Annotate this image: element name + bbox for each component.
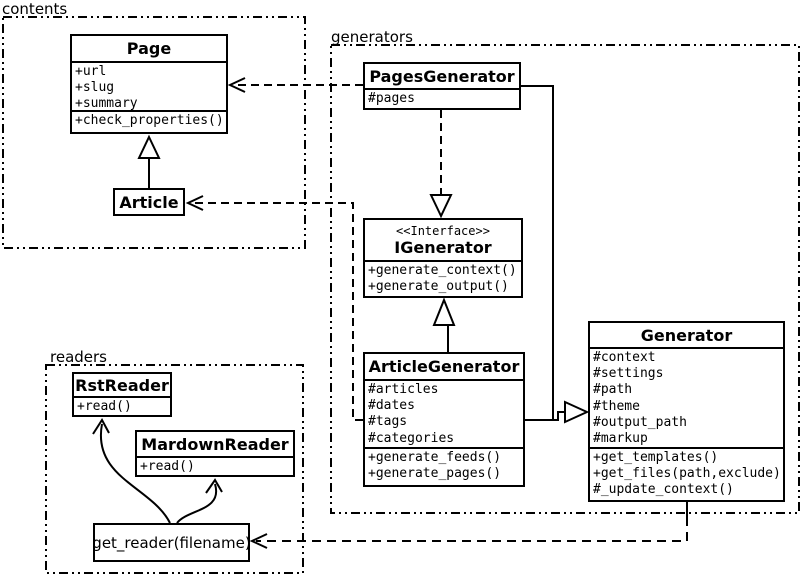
package-label-contents: contents [2,0,68,18]
package-border-contents [2,16,306,249]
attribute-line: #theme [593,398,640,414]
method-line: #_update_context() [593,482,734,498]
attribute-line: +slug [75,80,115,96]
package-label-generators: generators [331,28,413,46]
class-page-methods: +check_properties() [72,112,226,132]
class-page-attributes: +url +slug +summary [72,63,226,112]
class-igenerator-methods: +generate_context() +generate_output() [365,262,521,296]
method-line: +read() [140,459,195,474]
method-line: +read() [77,399,132,414]
class-igenerator-name: IGenerator [394,237,492,257]
arrow-curve-getreader-mardownreader [176,483,218,524]
method-line: +check_properties() [75,113,224,128]
class-igenerator-title: <<Interface>> IGenerator [365,220,521,262]
attribute-line: #categories [368,430,455,446]
class-articlegenerator: ArticleGenerator #articles #dates #tags … [363,352,525,487]
dependency-arrowhead-article [185,195,204,211]
method-line: +get_files(path,exclude) [593,466,781,482]
class-articlegenerator-title: ArticleGenerator [365,354,523,381]
inheritance-triangle-generator [564,400,590,424]
function-box-get-reader: get_reader(filename) [92,523,251,562]
method-line: +generate_pages() [368,466,502,482]
class-rstreader-title: RstReader [74,374,170,398]
method-line: +generate_output() [368,279,509,295]
class-generator: Generator #context #settings #path #them… [588,321,785,502]
class-pagesgenerator-attributes: #pages [365,90,519,108]
realization-triangle-igenerator [429,194,453,219]
class-generator-methods: +get_templates() +get_files(path,exclude… [590,449,783,500]
class-articlegenerator-attributes: #articles #dates #tags #categories [365,381,523,449]
method-line: +get_templates() [593,450,719,465]
class-generator-attributes: #context #settings #path #theme #output_… [590,349,783,449]
class-igenerator: <<Interface>> IGenerator +generate_conte… [363,218,523,298]
class-mardownreader-methods: +read() [137,458,293,475]
inheritance-triangle-articlegenerator-igenerator [432,297,456,326]
inheritance-triangle-article-page [137,134,161,159]
package-label-readers: readers [50,348,107,366]
class-article-title: Article [119,192,179,212]
attribute-line: #context [593,350,656,365]
attribute-line: +summary [75,96,138,112]
attribute-line: #markup [593,431,648,447]
class-rstreader: RstReader +read() [72,372,172,417]
arrow-curve-getreader-rstreader [99,423,171,524]
inheritance-line-pagesgenerator-generator [521,85,554,420]
function-box-label: get_reader(filename) [92,533,251,552]
attribute-line: #settings [593,366,664,382]
interface-stereotype: <<Interface>> [396,223,490,238]
arrowhead-mardownreader [205,478,223,494]
class-article: Article [113,188,185,216]
class-page-title: Page [72,36,226,63]
dependency-line-generator-getreader [256,517,688,542]
class-pagesgenerator: PagesGenerator #pages [363,62,521,110]
attribute-line: #dates [368,398,415,414]
package-border-readers [45,364,304,574]
attribute-line: #tags [368,414,408,430]
attribute-line: #path [593,382,633,398]
class-pagesgenerator-title: PagesGenerator [365,64,519,90]
method-line: +generate_feeds() [368,450,502,465]
inheritance-line-articlegenerator-generator [525,411,565,421]
attribute-line: #articles [368,382,439,397]
attribute-line: #pages [368,91,415,106]
class-mardownreader-title: MardownReader [137,432,293,458]
attribute-line: #output_path [593,414,687,430]
dependency-line-articlegenerator-article [192,202,363,421]
class-articlegenerator-methods: +generate_feeds() +generate_pages() [365,449,523,485]
method-line: +generate_context() [368,263,517,278]
dependency-arrowhead-getreader [249,533,268,549]
arrowhead-rstreader [92,418,110,435]
attribute-line: +url [75,64,107,79]
class-mardownreader: MardownReader +read() [135,430,295,477]
class-rstreader-methods: +read() [74,398,170,415]
class-page: Page +url +slug +summary +check_properti… [70,34,228,134]
dependency-arrowhead-page [227,77,246,93]
class-generator-title: Generator [590,323,783,349]
